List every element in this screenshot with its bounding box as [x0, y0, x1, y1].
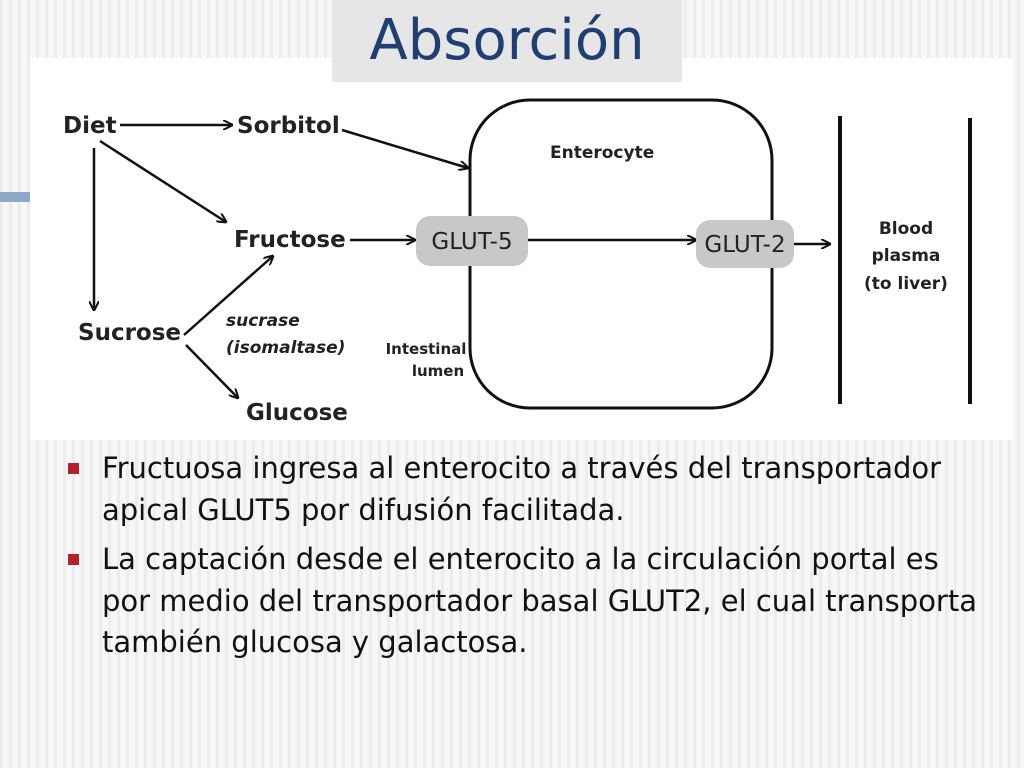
bullet-marker	[68, 463, 79, 474]
diagram-panel: Diet Sorbitol Fructose Sucrose Glucose s…	[30, 58, 1013, 440]
diet-label: Diet	[63, 113, 117, 139]
bullet-list: Fructuosa ingresa al enterocito a través…	[60, 448, 980, 672]
bullet-text: Fructuosa ingresa al enterocito a través…	[102, 451, 942, 527]
title-box: Absorción	[332, 0, 682, 82]
plasma-label-line1: Blood	[879, 219, 933, 239]
enterocyte-label: Enterocyte	[550, 143, 654, 163]
lumen-label-line1: Intestinal	[386, 340, 467, 358]
arrow-sorbitol-enterocyte	[341, 128, 468, 168]
enzyme-label-line2: (isomaltase)	[226, 338, 345, 358]
arrow-sucrose-glucose	[185, 344, 238, 398]
enzyme-label-line1: sucrase	[226, 311, 300, 331]
arrow-sucrose-fructose	[183, 256, 273, 336]
glucose-label: Glucose	[246, 400, 348, 426]
glut5-label: GLUT-5	[431, 229, 512, 255]
absorption-diagram: Diet Sorbitol Fructose Sucrose Glucose s…	[63, 98, 972, 426]
slide-title: Absorción	[369, 8, 645, 73]
fructose-label: Fructose	[234, 227, 346, 253]
bullet-text: La captación desde el enterocito a la ci…	[102, 542, 977, 659]
glut2-label: GLUT-2	[704, 232, 785, 258]
bullet-marker	[68, 554, 79, 565]
bullet-item: Fructuosa ingresa al enterocito a través…	[60, 448, 980, 531]
bullet-item: La captación desde el enterocito a la ci…	[60, 539, 980, 664]
sorbitol-label: Sorbitol	[237, 113, 340, 139]
plasma-label-line2: plasma	[872, 246, 941, 266]
arrow-diet-fructose	[99, 139, 226, 222]
sucrose-label: Sucrose	[78, 320, 181, 346]
glut2-transporter	[696, 220, 794, 268]
glut5-transporter	[416, 216, 528, 266]
accent-bar	[0, 192, 30, 202]
lumen-label-line2: lumen	[412, 362, 464, 380]
plasma-label-line3: (to liver)	[864, 274, 948, 294]
